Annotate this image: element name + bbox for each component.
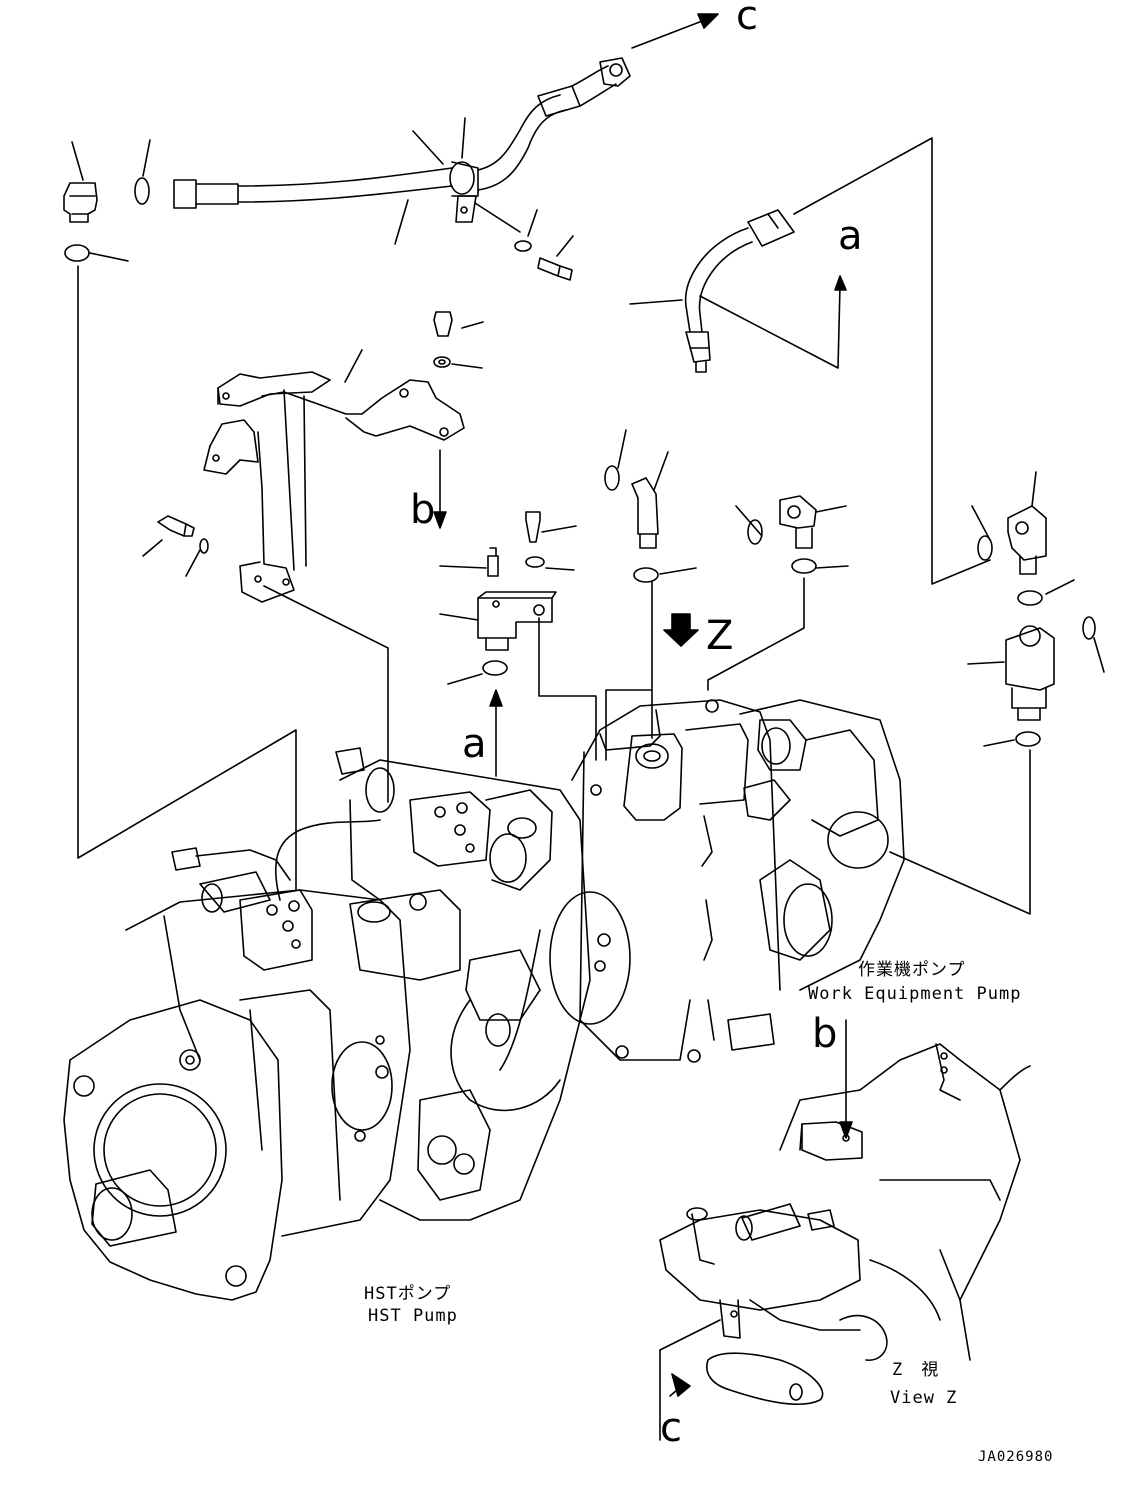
hst-pump-caption-en: HST Pump — [368, 1306, 458, 1326]
pipe-upper-right — [629, 137, 991, 585]
bracket — [142, 311, 484, 603]
view-z-caption-jp: Z 視 — [892, 1360, 940, 1380]
view-z-caption-en: View Z — [890, 1388, 958, 1408]
ref-letter-a-left: a — [462, 721, 487, 767]
ref-letter-b-view: b — [812, 1011, 838, 1057]
drawing-code: JA026980 — [978, 1449, 1054, 1465]
hose-assembly-top — [63, 13, 719, 281]
fittings-middle — [439, 429, 849, 777]
fittings-right — [889, 471, 1105, 915]
reference-lines — [77, 265, 653, 891]
view-z-inset — [659, 1019, 1031, 1441]
work-pump-caption-en: Work Equipment Pump — [808, 984, 1022, 1004]
ref-letter-c-top: c — [736, 0, 758, 39]
ref-letter-c-bottom: c — [660, 1405, 682, 1451]
hst-pump-caption-jp: HSTポンプ — [364, 1284, 452, 1304]
view-z-arrow-label: Z — [706, 613, 734, 659]
ref-letter-b-left: b — [410, 487, 436, 533]
pump-assembly — [63, 699, 905, 1301]
ref-letter-a-right: a — [838, 213, 863, 259]
work-pump-caption-jp: 作業機ポンプ — [858, 960, 966, 980]
